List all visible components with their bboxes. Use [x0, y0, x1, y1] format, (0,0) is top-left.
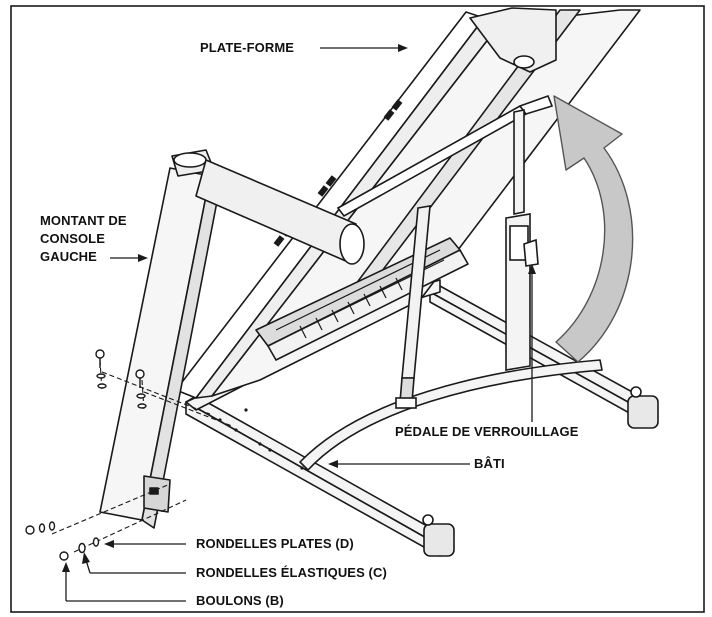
washer-icon — [78, 542, 86, 554]
diagram-border — [10, 5, 705, 613]
lift-strut — [336, 94, 554, 409]
bolt-icon — [25, 525, 35, 535]
leader-lines — [62, 44, 536, 602]
label-frame-base: BÂTI — [474, 456, 505, 471]
rail-holes — [218, 408, 304, 470]
label-lock-washers: RONDELLES ÉLASTIQUES (C) — [196, 565, 387, 580]
upper-bolts — [95, 349, 147, 409]
label-lock-pedal: PÉDALE DE VERROUILLAGE — [395, 424, 579, 439]
label-console-upright-line2: CONSOLE — [40, 231, 105, 246]
label-console-upright-line1: MONTANT DE — [40, 213, 127, 228]
label-flat-washers: RONDELLES PLATES (D) — [196, 536, 354, 551]
label-console-upright: MONTANT DE CONSOLE GAUCHE — [40, 212, 160, 266]
lock-tube — [505, 109, 539, 371]
washer-icon — [92, 537, 100, 547]
label-console-upright-line3: GAUCHE — [40, 249, 97, 264]
left-console-upright — [99, 149, 365, 529]
bolt-icon — [59, 551, 69, 561]
label-platform: PLATE-FORME — [200, 40, 295, 55]
label-bolts: BOULONS (B) — [196, 593, 284, 608]
base-frame — [185, 279, 659, 557]
curved-arrow-icon — [553, 95, 634, 363]
lower-bolts — [25, 521, 100, 561]
